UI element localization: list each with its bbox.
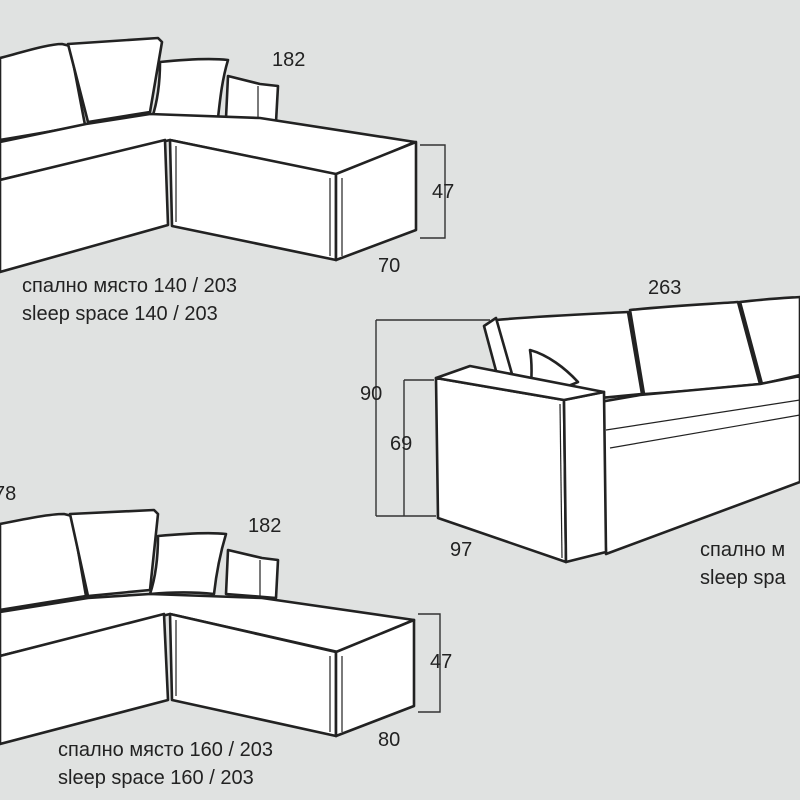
pillow	[150, 57, 230, 120]
dimensions-bottom	[418, 613, 441, 713]
dim-corner-bottom: 78	[0, 483, 16, 505]
dim-depth-bottom: 80	[378, 729, 400, 751]
dim-height-top: 47	[432, 181, 454, 203]
back-cushion-mid	[628, 300, 762, 396]
dim-depth-right: 97	[450, 539, 472, 561]
armrest-top	[434, 364, 606, 402]
corner-sofa-bottom	[0, 508, 416, 746]
armrest-side	[562, 390, 608, 564]
sleep-en-top: sleep space 140 / 203	[22, 303, 218, 325]
back-cushion-2	[66, 36, 164, 124]
sleep-en-bottom: sleep space 160 / 203	[58, 767, 254, 789]
dim-width-bottom: 182	[248, 515, 281, 537]
dim-length-right: 263	[648, 277, 681, 299]
sleep-en-right: sleep spa	[700, 567, 786, 589]
dimensions-right	[375, 319, 490, 517]
chaise-side	[334, 140, 418, 262]
back-cushion-bottom-2	[68, 508, 160, 598]
sleep-bg-right: спално м	[700, 539, 785, 561]
dim-arm-height-right: 69	[390, 433, 412, 455]
seat-right	[598, 374, 800, 556]
dim-back-height-right: 90	[360, 383, 382, 405]
corner-sofa-top	[0, 36, 418, 274]
back-cushion-right	[738, 295, 800, 386]
armrest-bottom	[224, 548, 280, 600]
seat-front-bottom	[0, 612, 170, 746]
dim-depth-top: 70	[378, 255, 400, 277]
armrest	[224, 74, 280, 124]
armrest-front	[434, 376, 568, 564]
sleep-bg-top: спално място 140 / 203	[22, 275, 237, 297]
dimensions-top	[420, 144, 446, 239]
seat-front	[0, 138, 170, 274]
straight-sofa-right	[434, 295, 800, 564]
dim-height-bottom: 47	[430, 651, 452, 673]
pillow-bottom	[148, 531, 228, 596]
sleep-bg-bottom: спално място 160 / 203	[58, 739, 273, 761]
back-cushion-bottom	[0, 512, 88, 612]
dim-width-top: 182	[272, 49, 305, 71]
chaise-side-bottom	[334, 618, 416, 738]
